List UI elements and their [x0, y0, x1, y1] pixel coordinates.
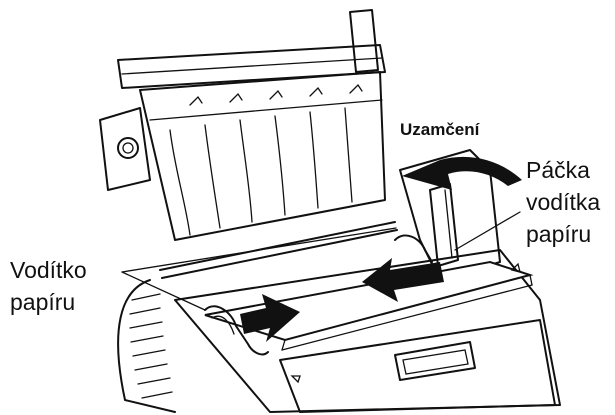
- guide-leader-lines: [121, 227, 397, 311]
- lock-label: Uzamčení: [400, 120, 481, 139]
- lever-label-line-1: Páčka: [526, 157, 590, 183]
- lock-rotate-arrow-icon: [402, 156, 522, 190]
- lever-label-line-2: vodítka: [526, 189, 600, 215]
- slide-right-arrow-icon: [240, 294, 300, 342]
- slide-left-arrow-icon: [362, 258, 444, 302]
- lever-leader-line: [454, 211, 521, 251]
- lever-label-line-3: papíru: [526, 221, 591, 247]
- printer-illustration: [99, 9, 561, 413]
- guide-label-line-1: Vodítko: [10, 257, 87, 283]
- guide-label-line-2: papíru: [10, 289, 75, 315]
